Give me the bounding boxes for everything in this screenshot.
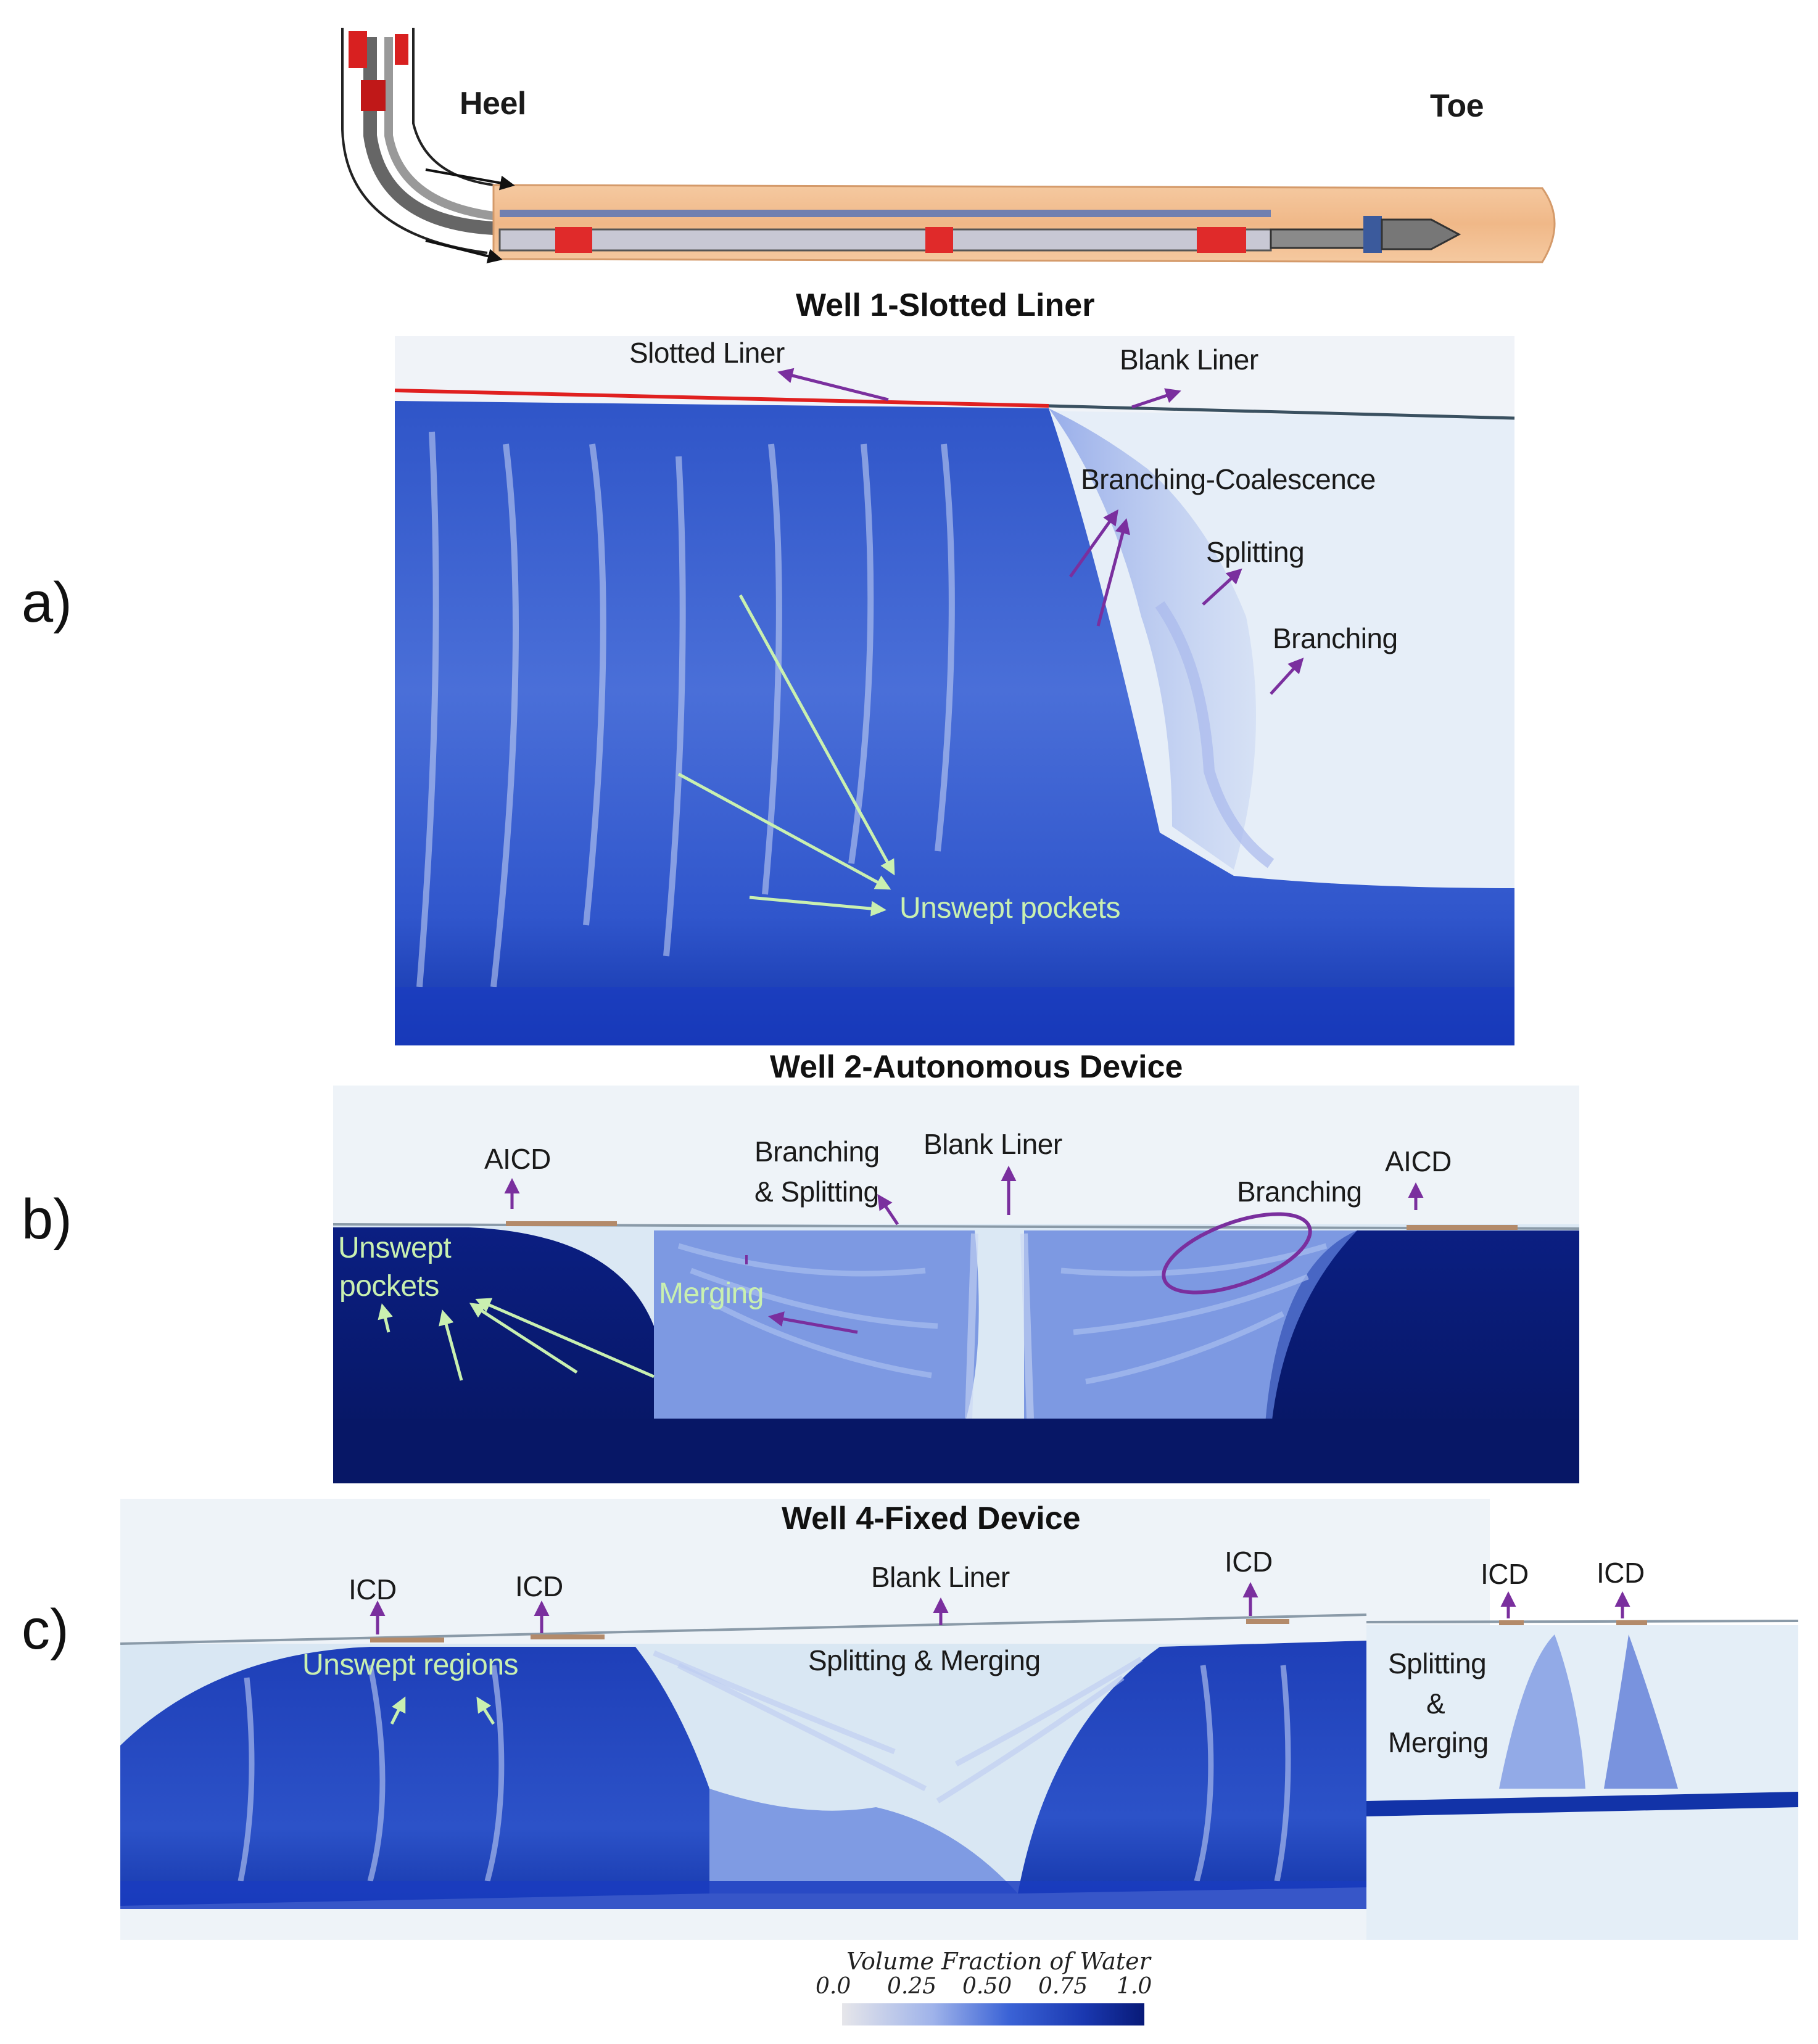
panel-b-title: Well 2-Autonomous Device [770, 1049, 1183, 1085]
legend-tick-1: 0.25 [887, 1974, 937, 1999]
branching-splitting-label-2: & Splitting [754, 1176, 879, 1208]
aicd-right-label: AICD [1385, 1145, 1452, 1177]
panel-a-letter: a) [22, 571, 72, 634]
icd-label-3: ICD [1225, 1546, 1273, 1578]
splitting-label-right-3: Merging [1388, 1726, 1489, 1758]
aicd-left-label: AICD [484, 1143, 551, 1175]
legend-colorbar [842, 2003, 1144, 2025]
panel-a-title: Well 1-Slotted Liner [796, 287, 1095, 323]
unswept-pockets-label-a: Unswept pockets [899, 892, 1121, 925]
splitting-label-right-2: & [1426, 1688, 1445, 1720]
blank-liner-label-b: Blank Liner [923, 1128, 1062, 1160]
legend-tick-2: 0.50 [962, 1974, 1012, 1999]
panel-c-simulation [120, 1499, 1799, 1940]
branching-splitting-label-1: Branching [754, 1135, 880, 1168]
icd-label-5: ICD [1597, 1557, 1645, 1589]
panel-c-title: Well 4-Fixed Device [782, 1501, 1081, 1536]
unswept-label-b-2: pockets [339, 1270, 439, 1303]
panel-a-simulation [394, 336, 1515, 1045]
unswept-label-b-1: Unswept [338, 1232, 452, 1264]
unswept-regions-label: Unswept regions [302, 1649, 519, 1681]
well-schematic [341, 28, 1556, 263]
blank-liner-label-c: Blank Liner [871, 1561, 1010, 1593]
branching-label-b: Branching [1237, 1176, 1362, 1208]
legend-tick-4: 1.0 [1117, 1974, 1152, 1999]
branching-coalescence-label: Branching-Coalescence [1081, 463, 1376, 495]
icd-label-2: ICD [515, 1570, 563, 1602]
icd-label-1: ICD [349, 1573, 397, 1605]
panel-c-letter: c) [22, 1598, 69, 1661]
merging-label-b: Merging [659, 1277, 764, 1310]
slotted-liner-label: Slotted Liner [629, 337, 785, 369]
panel-b-simulation [333, 1086, 1580, 1483]
heel-label: Heel [460, 86, 526, 122]
panel-b-letter: b) [22, 1188, 72, 1251]
icd-label-4: ICD [1481, 1558, 1529, 1590]
toe-label: Toe [1430, 88, 1484, 124]
legend-tick-0: 0.0 [816, 1974, 851, 1999]
splitting-label-right-1: Splitting [1388, 1647, 1487, 1679]
splitting-label-a: Splitting [1206, 536, 1305, 568]
blank-liner-label-a: Blank Liner [1120, 344, 1258, 376]
splitting-merging-label-c: Splitting & Merging [808, 1644, 1041, 1676]
legend-tick-3: 0.75 [1038, 1974, 1088, 1999]
branching-label-a: Branching [1273, 622, 1398, 654]
legend-title: Volume Fraction of Water [846, 1948, 1151, 1975]
